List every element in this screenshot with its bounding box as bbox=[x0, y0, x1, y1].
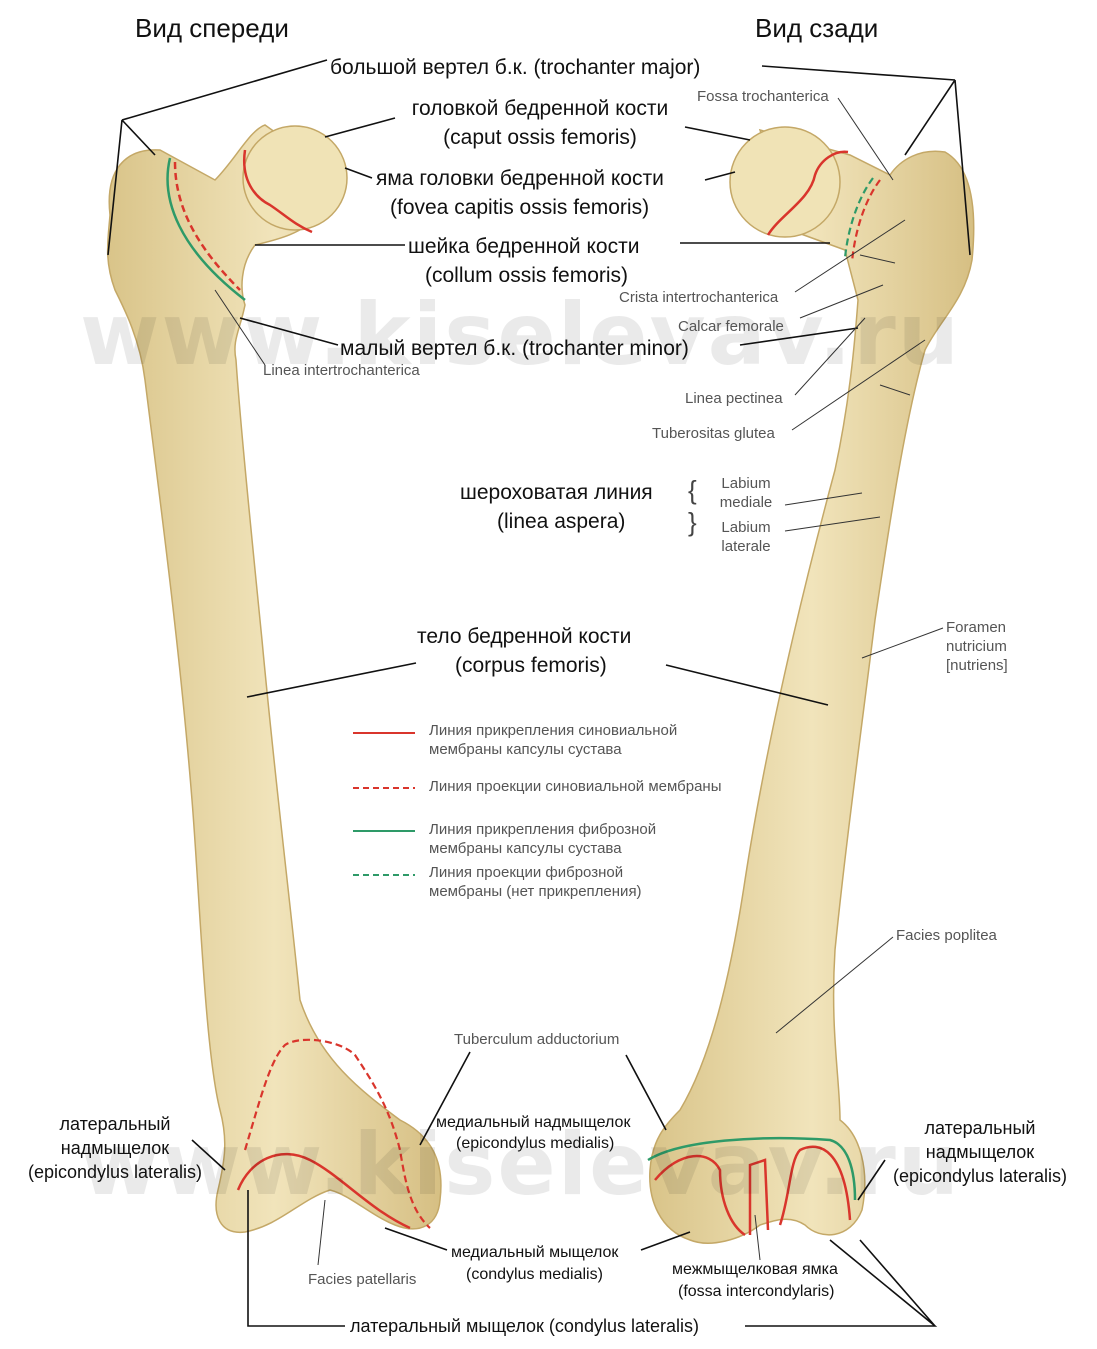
synovial-line-knee bbox=[236, 1152, 411, 1230]
legend-item-fibrous: Линия прикрепления фиброзной мембраны кап… bbox=[429, 820, 656, 858]
label-fovea-ru: яма головки бедренной кости bbox=[376, 167, 664, 190]
label-fovea-la: (fovea capitis ossis femoris) bbox=[390, 196, 650, 219]
legend-text: мембраны капсулы сустава bbox=[429, 741, 622, 758]
posterior-femur bbox=[647, 126, 975, 1244]
title-front-view: Вид спереди bbox=[135, 13, 289, 43]
label-condylus-lateralis: латеральный мыщелок (condylus lateralis) bbox=[350, 1316, 699, 1336]
label-linea-intertrochanterica: Linea intertrochanterica bbox=[263, 362, 420, 379]
legend-item-synovial-projection: Линия проекции синовиальной мембраны bbox=[429, 777, 721, 796]
label-collum-ru: шейка бедренной кости bbox=[408, 235, 640, 258]
watermark: www.kiselevav.ru bbox=[80, 1115, 961, 1215]
label-tuberositas-glutea: Tuberositas glutea bbox=[652, 425, 775, 442]
label-text: надмыщелок bbox=[925, 1142, 1035, 1162]
posterior-femur-shape bbox=[649, 128, 975, 1244]
label-text: надмыщелок bbox=[60, 1138, 170, 1158]
title-back-view: Вид сзади bbox=[755, 13, 879, 43]
label-facies-patellaris: Facies patellaris bbox=[308, 1271, 417, 1288]
label-tuberculum-adductorium: Tuberculum adductorium bbox=[454, 1031, 620, 1048]
label-foramen-1: Foramen bbox=[946, 619, 1007, 636]
legend-text: Линия проекции фиброзной bbox=[429, 864, 624, 881]
label-collum-la: (collum ossis femoris) bbox=[425, 264, 629, 287]
label-text: (epicondylus lateralis) bbox=[892, 1166, 1068, 1186]
synovial-projection-knee bbox=[243, 1038, 431, 1229]
label-fossa-intercondylaris-ru: межмыщелковая ямка bbox=[672, 1261, 838, 1278]
label-trochanter-major: большой вертел б.к. (trochanter major) bbox=[330, 56, 701, 79]
leader-lines bbox=[107, 59, 971, 1327]
label-text: латеральный bbox=[924, 1118, 1036, 1138]
synovial-projection-line bbox=[173, 161, 241, 291]
label-foramen-nutricium: Foramen nutricium [nutriens] bbox=[946, 618, 1008, 675]
legend-text: Линия проекции синовиальной мембраны bbox=[429, 778, 722, 795]
label-labium-laterale: Labium laterale bbox=[708, 518, 784, 556]
label-text: латеральный bbox=[59, 1114, 171, 1134]
label-trochanter-minor: малый вертел б.к. (trochanter minor) bbox=[340, 337, 689, 360]
brace-icon: { bbox=[688, 475, 697, 505]
thin-leader-lines bbox=[214, 97, 944, 1266]
label-linea-aspera-ru: шероховатая линия bbox=[460, 481, 653, 504]
legend-text: мембраны капсулы сустава bbox=[429, 840, 622, 857]
label-labium-laterale-2: laterale bbox=[721, 538, 771, 555]
synovial-line-knee-back bbox=[654, 1145, 852, 1237]
label-text: (epicondylus lateralis) bbox=[27, 1162, 203, 1182]
label-foramen-3: [nutriens] bbox=[946, 657, 1008, 674]
femoral-head-back bbox=[729, 126, 841, 238]
label-labium-mediale-2: mediale bbox=[719, 494, 773, 511]
fibrous-line bbox=[166, 157, 246, 301]
watermark: www.kiselevav.ru bbox=[80, 285, 961, 385]
synovial-projection-back bbox=[850, 179, 881, 263]
label-facies-poplitea: Facies poplitea bbox=[896, 927, 997, 944]
label-labium-mediale: Labium mediale bbox=[708, 474, 784, 512]
label-epicondylus-lateralis-right: латеральный надмыщелок (epicondylus latera… bbox=[880, 1116, 1080, 1188]
label-epicondylus-lateralis-left: латеральный надмыщелок (epicondylus latera… bbox=[15, 1112, 215, 1184]
anterior-femur-shape bbox=[106, 124, 442, 1233]
label-condylus-medialis-ru: медиальный мыщелок bbox=[451, 1244, 619, 1261]
label-corpus-ru: тело бедренной кости bbox=[417, 625, 632, 648]
label-epicondylus-medialis-la: (epicondylus medialis) bbox=[456, 1135, 615, 1152]
label-caput-ru: головкой бедренной кости bbox=[411, 97, 669, 120]
legend-swatches bbox=[353, 732, 415, 876]
label-caput-la: (caput ossis femoris) bbox=[443, 126, 637, 149]
label-corpus-la: (corpus femoris) bbox=[455, 654, 607, 677]
legend-item-synovial: Линия прикрепления синовиальной мембраны … bbox=[429, 721, 677, 759]
label-epicondylus-medialis-ru: медиальный надмыщелок bbox=[436, 1114, 631, 1131]
femoral-head-front bbox=[242, 125, 348, 231]
legend-text: мембраны (нет прикрепления) bbox=[429, 883, 642, 900]
brace-icon: } bbox=[688, 507, 697, 537]
synovial-line bbox=[242, 149, 313, 234]
fibrous-line-knee bbox=[647, 1136, 857, 1201]
label-labium-laterale-1: Labium bbox=[721, 519, 771, 536]
label-condylus-medialis-la: (condylus medialis) bbox=[466, 1266, 603, 1283]
label-crista-intertrochanterica: Crista intertrochanterica bbox=[619, 289, 779, 306]
label-calcar-femorale: Calcar femorale bbox=[678, 318, 784, 335]
label-fossa-intercondylaris-la: (fossa intercondylaris) bbox=[678, 1283, 835, 1300]
label-linea-aspera-la: (linea aspera) bbox=[497, 510, 626, 533]
legend-text: Линия прикрепления фиброзной bbox=[429, 821, 657, 838]
label-foramen-2: nutricium bbox=[946, 638, 1007, 655]
label-fossa-trochanterica: Fossa trochanterica bbox=[697, 88, 829, 105]
legend-item-fibrous-projection: Линия проекции фиброзной мембраны (нет пр… bbox=[429, 863, 642, 901]
legend-text: Линия прикрепления синовиальной bbox=[429, 722, 678, 739]
label-labium-mediale-1: Labium bbox=[721, 475, 771, 492]
synovial-line-back bbox=[766, 150, 849, 236]
anterior-femur bbox=[106, 124, 442, 1233]
label-linea-pectinea: Linea pectinea bbox=[685, 390, 783, 407]
